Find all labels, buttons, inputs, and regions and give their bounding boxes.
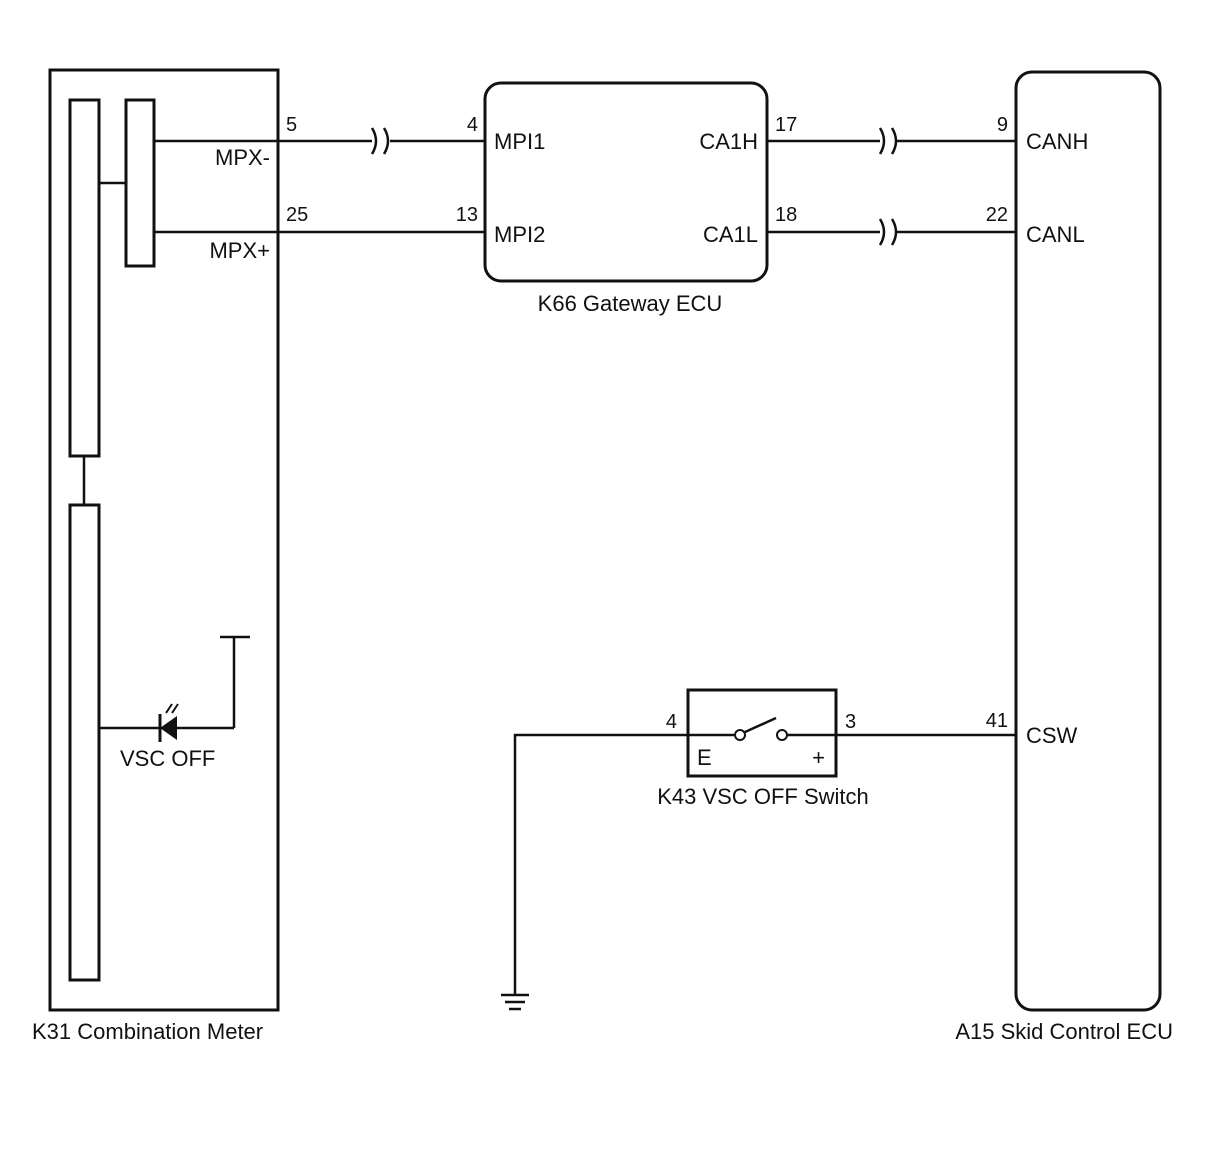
gateway-terminal-mpi1: MPI1: [494, 129, 545, 154]
switch-contact-icon: [688, 716, 836, 741]
vsc-off-indicator: VSC OFF: [99, 635, 250, 771]
pin-switch-plus: 3: [845, 711, 856, 733]
meter-terminal-mpx-plus: MPX+: [209, 238, 270, 263]
switch-terminal-e: E: [697, 745, 712, 770]
gateway-terminal-ca1h: CA1H: [699, 129, 758, 154]
meter-internal-block-upper: [68, 98, 101, 458]
ecu-terminal-csw: CSW: [1026, 723, 1078, 748]
wires: [154, 127, 1016, 1011]
pin-ecu-canh: 9: [997, 114, 1008, 136]
break-mark-icon: [878, 127, 898, 155]
ground-icon: [501, 993, 529, 1011]
pin-numbers: 5 25 4 13 17 18 9 22 41 4 3: [286, 114, 1008, 733]
meter-internal-module: [124, 98, 156, 268]
led-icon: [158, 703, 179, 742]
pin-switch-e: 4: [666, 711, 677, 733]
gateway-terminal-mpi2: MPI2: [494, 222, 545, 247]
gateway-ecu: MPI1 MPI2 CA1H CA1L K66 Gateway ECU: [483, 81, 769, 316]
pin-gateway-ca1h: 17: [775, 114, 797, 136]
meter-terminal-mpx-minus: MPX-: [215, 145, 270, 170]
pin-gateway-mpi1: 4: [467, 114, 478, 136]
pin-meter-mpx-plus: 25: [286, 204, 308, 226]
break-mark-icon: [878, 218, 898, 246]
switch-terminal-plus: +: [812, 745, 825, 770]
wire-ground: [513, 733, 688, 995]
skid-control-ecu-outline: [1014, 70, 1162, 1012]
break-mark-icon: [370, 127, 390, 155]
combination-meter: VSC OFF MPX- MPX+ K31 Combination Meter: [32, 68, 280, 1044]
ecu-terminal-canh: CANH: [1026, 129, 1088, 154]
vsc-off-switch-caption: K43 VSC OFF Switch: [657, 784, 869, 809]
gateway-ecu-caption: K66 Gateway ECU: [538, 291, 723, 316]
skid-control-ecu: CANH CANL CSW A15 Skid Control ECU: [955, 70, 1173, 1044]
gateway-terminal-ca1l: CA1L: [703, 222, 758, 247]
pin-gateway-ca1l: 18: [775, 204, 797, 226]
skid-control-ecu-caption: A15 Skid Control ECU: [955, 1019, 1173, 1044]
pin-ecu-canl: 22: [986, 204, 1008, 226]
combination-meter-caption: K31 Combination Meter: [32, 1019, 263, 1044]
vsc-off-switch: E + K43 VSC OFF Switch: [657, 688, 869, 809]
pin-ecu-csw: 41: [986, 710, 1008, 732]
vsc-off-switch-outline: [686, 688, 838, 778]
meter-internal-block-lower: [68, 503, 101, 982]
ecu-terminal-canl: CANL: [1026, 222, 1085, 247]
pin-meter-mpx-minus: 5: [286, 114, 297, 136]
pin-gateway-mpi2: 13: [456, 204, 478, 226]
vsc-off-indicator-label: VSC OFF: [120, 746, 215, 771]
gateway-ecu-outline: [483, 81, 769, 283]
